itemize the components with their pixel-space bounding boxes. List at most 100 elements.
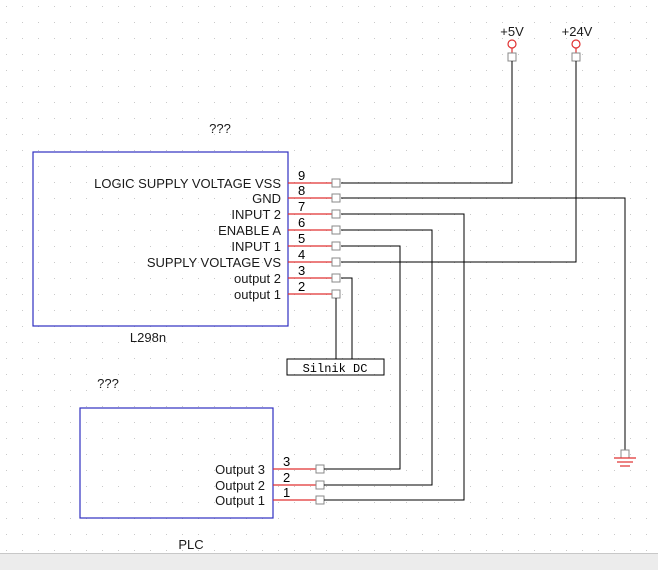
grid-dot — [486, 310, 487, 311]
wire-input2-to-plc-output1[interactable] — [324, 213, 465, 501]
grid-dot — [566, 38, 567, 39]
pin-number: 7 — [298, 199, 305, 214]
grid-dot — [454, 406, 455, 407]
grid-dot — [358, 438, 359, 439]
wires — [324, 61, 626, 501]
grid-dot — [326, 390, 327, 391]
grid-dot — [118, 310, 119, 311]
power-5v-symbol[interactable]: +5V — [500, 24, 524, 62]
grid-dot — [630, 422, 631, 423]
grid-dot — [214, 454, 215, 455]
wire-gnd-to-ground[interactable] — [341, 197, 626, 450]
grid-dot — [534, 86, 535, 87]
grid-dot — [518, 390, 519, 391]
grid-dot — [598, 422, 599, 423]
wire-vss-to-5v[interactable] — [341, 61, 513, 184]
grid-dot — [486, 550, 487, 551]
grid-dot — [454, 310, 455, 311]
grid-dot — [646, 150, 647, 151]
grid-dot — [630, 134, 631, 135]
grid-dot — [198, 134, 199, 135]
grid-dot — [70, 166, 71, 167]
grid-dot — [486, 54, 487, 55]
grid-dot — [150, 198, 151, 199]
ground-symbol[interactable] — [614, 449, 636, 467]
grid-dot — [614, 486, 615, 487]
grid-dot — [86, 246, 87, 247]
grid-dot — [342, 22, 343, 23]
grid-dot — [630, 198, 631, 199]
grid-dot — [6, 406, 7, 407]
grid-dot — [54, 166, 55, 167]
wire-enable-to-plc-output2[interactable] — [324, 229, 433, 486]
grid-dot — [6, 22, 7, 23]
grid-dot — [310, 326, 311, 327]
power-24v-symbol[interactable]: +24V — [562, 24, 593, 62]
grid-dot — [422, 278, 423, 279]
grid-dot — [182, 534, 183, 535]
grid-dot — [38, 438, 39, 439]
grid-dot — [134, 534, 135, 535]
grid-dot — [310, 310, 311, 311]
grid-dot — [454, 70, 455, 71]
grid-dot — [326, 38, 327, 39]
motor-component[interactable]: Silnik DC — [286, 358, 385, 376]
grid-dot — [182, 438, 183, 439]
grid-dot — [22, 310, 23, 311]
grid-dot — [118, 390, 119, 391]
grid-dot — [134, 86, 135, 87]
grid-dot — [518, 38, 519, 39]
grid-dot — [518, 550, 519, 551]
grid-dot — [646, 502, 647, 503]
grid-dot — [518, 166, 519, 167]
wire-input1-to-plc-output3[interactable] — [324, 245, 401, 470]
grid-dot — [70, 262, 71, 263]
grid-dot — [646, 342, 647, 343]
grid-dot — [470, 422, 471, 423]
grid-dot — [54, 278, 55, 279]
grid-dot — [390, 86, 391, 87]
grid-dot — [582, 70, 583, 71]
wire-vs-to-24v[interactable] — [341, 61, 577, 263]
grid-dot — [214, 198, 215, 199]
grid-dot — [134, 278, 135, 279]
grid-dot — [566, 438, 567, 439]
grid-dot — [70, 390, 71, 391]
grid-dot — [54, 150, 55, 151]
grid-dot — [102, 502, 103, 503]
wire-output2-to-motor[interactable] — [341, 277, 353, 359]
grid-dot — [438, 118, 439, 119]
grid-dot — [118, 102, 119, 103]
grid-dot — [422, 390, 423, 391]
grid-dot — [150, 390, 151, 391]
grid-dot — [166, 358, 167, 359]
grid-dot — [118, 54, 119, 55]
grid-dot — [22, 134, 23, 135]
grid-dot — [262, 150, 263, 151]
grid-dot — [454, 6, 455, 7]
grid-dot — [598, 358, 599, 359]
grid-dot — [102, 486, 103, 487]
grid-dot — [502, 342, 503, 343]
grid-dot — [166, 70, 167, 71]
grid-dot — [278, 70, 279, 71]
grid-dot — [278, 534, 279, 535]
grid-dot — [342, 6, 343, 7]
grid-dot — [6, 246, 7, 247]
grid-dot — [38, 22, 39, 23]
grid-dot — [406, 454, 407, 455]
